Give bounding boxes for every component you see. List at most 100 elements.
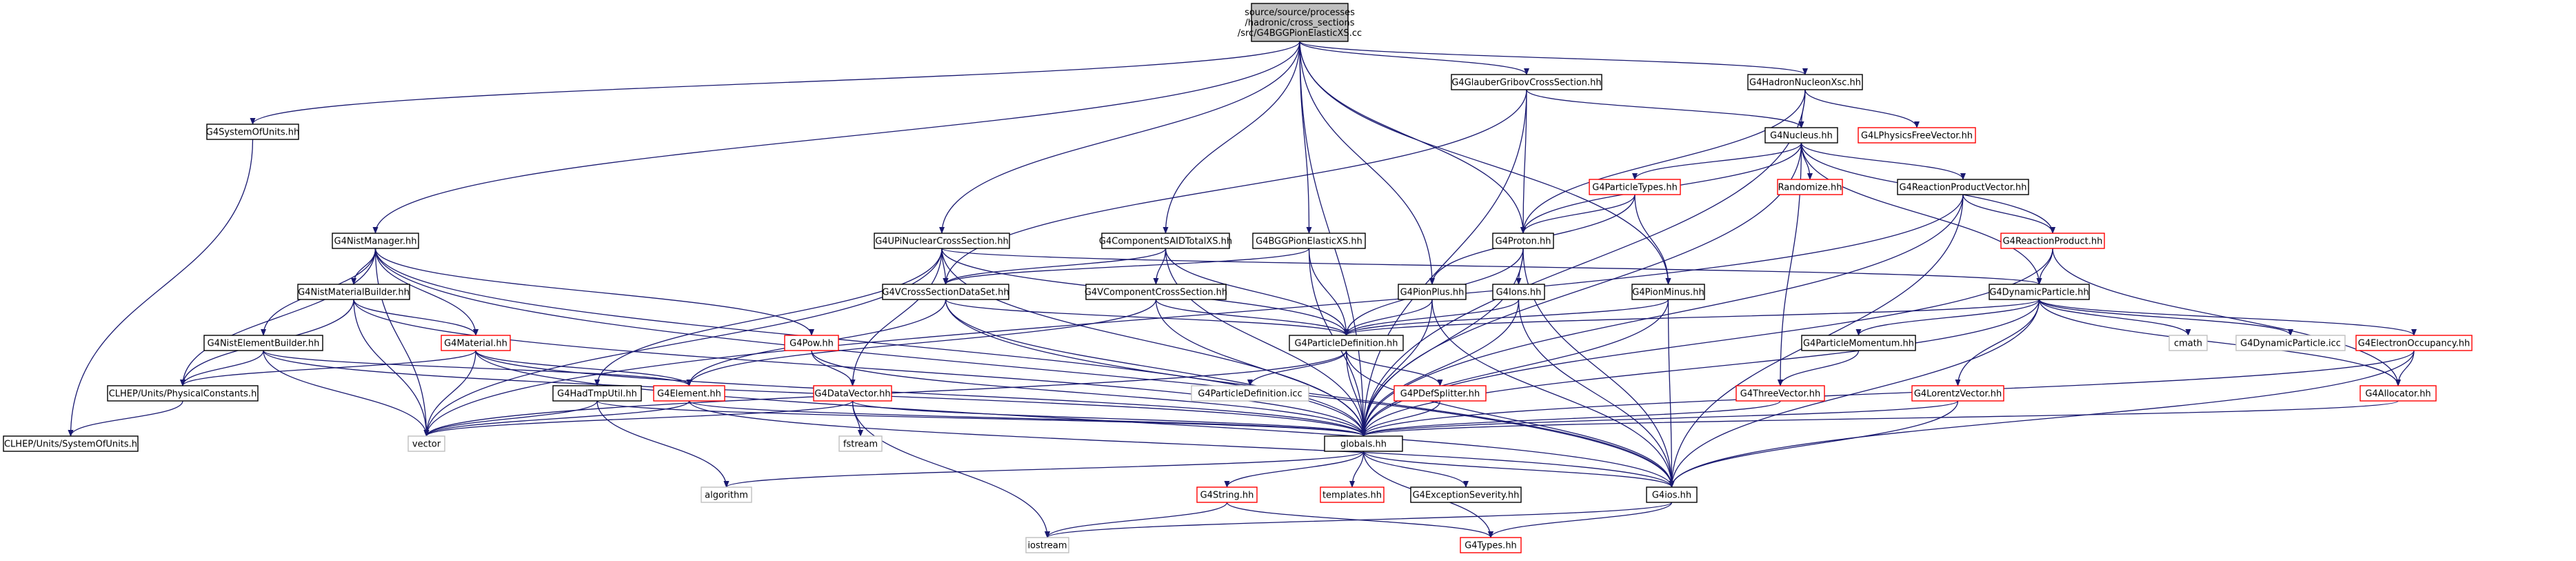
edge-nistelem-to-clhepconst	[180, 350, 264, 386]
node-label-compsaid: G4ComponentSAIDTotalXS.hh	[1099, 237, 1232, 247]
edge-nist-to-vector	[374, 248, 430, 437]
node-box-parttypes	[1589, 179, 1681, 195]
node-pionplus[interactable]: G4PionPlus.hh	[1398, 284, 1467, 300]
edge-pionminus-to-globals	[1360, 299, 1669, 437]
node-hadnuc[interactable]: G4HadronNucleonXsc.hh	[1747, 74, 1863, 90]
edge-parttypes-to-pionminus	[1634, 194, 1671, 285]
edge-nucleus-to-dynpart	[1800, 142, 2042, 285]
node-box-dynicc	[2235, 335, 2346, 351]
node-root[interactable]: source/source/processes/hadronic/cross_s…	[1238, 3, 1362, 42]
node-upinuc[interactable]: G4UPiNuclearCrossSection.hh	[874, 233, 1010, 249]
edge-upinuc-to-hadtmp	[594, 248, 943, 386]
node-reacprod[interactable]: G4ReactionProduct.hh	[2000, 233, 2105, 249]
node-g4types[interactable]: G4Types.hh	[1460, 537, 1522, 553]
edge-material-to-clhepconst	[180, 350, 476, 386]
node-material[interactable]: G4Material.hh	[441, 335, 511, 351]
node-vcross[interactable]: G4VCrossSectionDataSet.hh	[882, 284, 1009, 300]
node-hadtmp[interactable]: G4HadTmpUtil.hh	[552, 385, 642, 402]
edge-material-to-globals	[475, 350, 1367, 437]
edge-nistmat-to-globals	[353, 299, 1367, 437]
node-allocator[interactable]: G4Allocator.hh	[2359, 385, 2437, 402]
edge-root-to-pionplus	[1299, 41, 1435, 285]
node-excsev[interactable]: G4ExceptionSeverity.hh	[1410, 486, 1522, 503]
node-compsaid[interactable]: G4ComponentSAIDTotalXS.hh	[1099, 233, 1232, 249]
edge-globals-to-excsev	[1362, 451, 1469, 488]
edge-upinuc-to-datavec	[849, 248, 943, 386]
node-label-datavec: G4DataVector.hh	[814, 389, 890, 400]
edge-dynpart-to-globals	[1360, 299, 2040, 437]
node-box-eocc	[2355, 335, 2473, 351]
node-box-vcomp	[1085, 284, 1227, 300]
node-label-nistmat: G4NistMaterialBuilder.hh	[298, 288, 410, 298]
node-vcomp[interactable]: G4VComponentCrossSection.hh	[1085, 284, 1227, 300]
node-reacvec[interactable]: G4ReactionProductVector.hh	[1897, 179, 2029, 195]
node-clhepconst[interactable]: CLHEP/Units/PhysicalConstants.h	[107, 385, 259, 402]
edge-root-to-nist	[372, 41, 1300, 234]
node-bggpion[interactable]: G4BGGPionElasticXS.hh	[1252, 233, 1366, 249]
edge-hadtmp-to-algorithm	[596, 400, 729, 488]
node-box-material	[441, 335, 511, 351]
node-element[interactable]: G4Element.hh	[653, 385, 725, 402]
node-box-datavec	[813, 385, 892, 402]
node-box-g4string	[1196, 486, 1258, 503]
node-label-sysunits: G4SystemOfUnits.hh	[206, 128, 299, 138]
node-label-root: /src/G4BGGPionElasticXS.cc	[1238, 28, 1362, 39]
node-box-lorentz	[1911, 385, 2004, 402]
node-dynpart[interactable]: G4DynamicParticle.hh	[1989, 284, 2090, 300]
node-globals[interactable]: globals.hh	[1324, 435, 1403, 452]
node-pionminus[interactable]: G4PionMinus.hh	[1631, 284, 1705, 300]
node-box-fstream	[838, 435, 883, 452]
edge-sysunits-to-clhepsys	[68, 139, 254, 437]
node-templates[interactable]: templates.hh	[1320, 486, 1385, 503]
node-box-pionminus	[1631, 284, 1705, 300]
node-pow[interactable]: G4Pow.hh	[784, 335, 839, 351]
node-parttypes[interactable]: G4ParticleTypes.hh	[1589, 179, 1681, 195]
edge-reacvec-to-vector	[423, 194, 1964, 437]
node-g4string[interactable]: G4String.hh	[1196, 486, 1258, 503]
edge-clhepconst-to-clhepsys	[68, 400, 183, 437]
node-proton[interactable]: G4Proton.hh	[1492, 233, 1554, 249]
node-box-nistelem	[203, 335, 323, 351]
node-label-partdeficc: G4ParticleDefinition.icc	[1198, 389, 1302, 400]
node-nist[interactable]: G4NistManager.hh	[332, 233, 419, 249]
node-eocc[interactable]: G4ElectronOccupancy.hh	[2355, 335, 2473, 351]
edge-globals-to-g4string	[1224, 451, 1365, 488]
edge-root-to-hadnuc	[1299, 41, 1808, 75]
node-label-allocator: G4Allocator.hh	[2365, 389, 2431, 400]
edge-dynpart-to-cmath	[2038, 299, 2191, 336]
node-partmom[interactable]: G4ParticleMomentum.hh	[1801, 335, 1916, 351]
node-randomize[interactable]: Randomize.hh	[1777, 179, 1843, 195]
edge-glauber-to-proton	[1520, 89, 1527, 234]
edge-root-to-glauber	[1299, 41, 1529, 75]
edge-nist-to-g4ios	[374, 248, 1675, 488]
node-label-vcomp: G4VComponentCrossSection.hh	[1085, 288, 1227, 298]
node-label-pionplus: G4PionPlus.hh	[1400, 288, 1465, 298]
node-physfree[interactable]: G4LPhysicsFreeVector.hh	[1858, 127, 1976, 144]
node-g4ios[interactable]: G4ios.hh	[1646, 486, 1698, 503]
edge-element-to-globals	[688, 400, 1367, 437]
node-datavec[interactable]: G4DataVector.hh	[813, 385, 892, 402]
edge-hadnuc-to-proton	[1520, 89, 1806, 234]
node-lorentz[interactable]: G4LorentzVector.hh	[1911, 385, 2004, 402]
node-sysunits[interactable]: G4SystemOfUnits.hh	[206, 124, 299, 140]
node-label-nistelem: G4NistElementBuilder.hh	[208, 339, 320, 349]
node-box-g4ios	[1646, 486, 1698, 503]
node-dynicc: G4DynamicParticle.icc	[2235, 335, 2346, 351]
node-ions[interactable]: G4Ions.hh	[1492, 284, 1545, 300]
node-nistmat[interactable]: G4NistMaterialBuilder.hh	[297, 284, 410, 300]
node-nistelem[interactable]: G4NistElementBuilder.hh	[203, 335, 323, 351]
node-box-clhepsys	[3, 435, 139, 452]
node-pdefsplit[interactable]: G4PDefSplitter.hh	[1393, 385, 1487, 402]
node-label-parttypes: G4ParticleTypes.hh	[1592, 183, 1678, 193]
node-cmath: cmath	[2169, 335, 2208, 351]
edge-dynpart-to-dynicc	[2038, 299, 2293, 336]
node-threevec[interactable]: G4ThreeVector.hh	[1735, 385, 1825, 402]
edge-vcomp-to-partdef	[1155, 299, 1349, 336]
node-label-partmom: G4ParticleMomentum.hh	[1803, 339, 1914, 349]
edge-material-to-vector	[423, 350, 476, 437]
edge-nistmat-to-material	[353, 299, 479, 336]
node-partdef[interactable]: G4ParticleDefinition.hh	[1289, 335, 1404, 351]
node-glauber[interactable]: G4GlauberGribovCrossSection.hh	[1451, 74, 1602, 90]
node-clhepsys[interactable]: CLHEP/Units/SystemOfUnits.h	[3, 435, 139, 452]
node-nucleus[interactable]: G4Nucleus.hh	[1764, 127, 1838, 144]
